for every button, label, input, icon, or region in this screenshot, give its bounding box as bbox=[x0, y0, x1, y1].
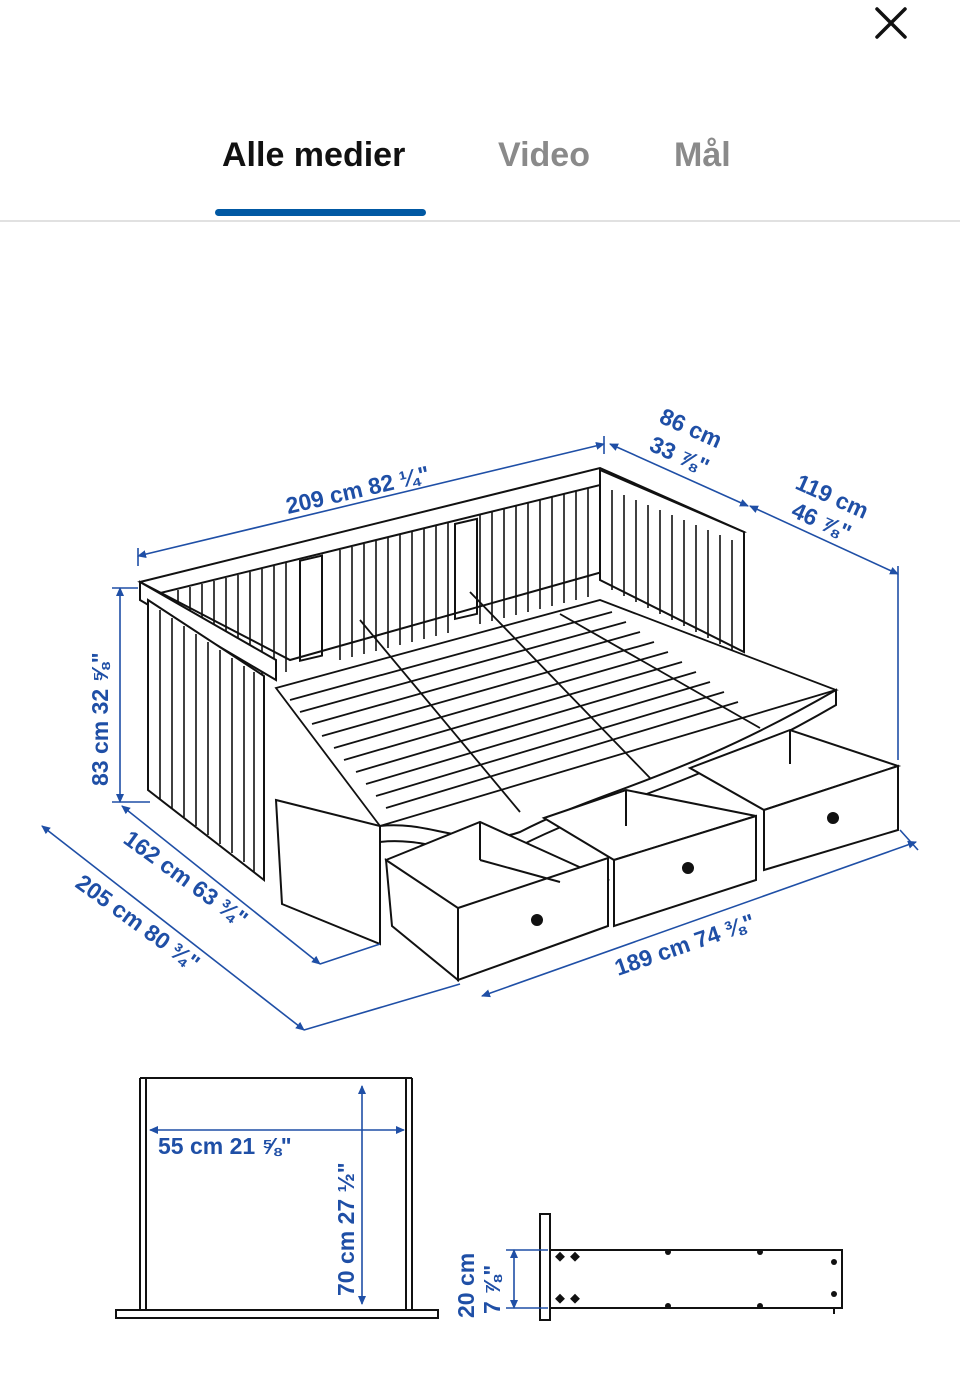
tab-maal[interactable]: Mål bbox=[674, 136, 731, 174]
daybed-illustration bbox=[137, 466, 902, 983]
media-tabs: Alle medier Video Mål bbox=[0, 120, 960, 222]
dim-drawer-depth: 70 cm 27 ½" bbox=[333, 1162, 359, 1296]
close-icon bbox=[875, 7, 907, 39]
dim-drawer-height-in: 7 ⅞" bbox=[479, 1265, 505, 1314]
tab-alle-medier[interactable]: Alle medier bbox=[222, 136, 406, 174]
dimension-lines bbox=[41, 436, 919, 1031]
dim-total-length: 209 cm 82 ¼" bbox=[283, 461, 432, 519]
drawer-inner-diagram bbox=[115, 1077, 439, 1319]
dim-height: 83 cm 32 ⅝" bbox=[87, 652, 113, 786]
active-tab-indicator bbox=[215, 209, 426, 216]
daybed-dimension-drawing: 209 cm 82 ¼" 86 cm 33 ⅞" 119 cm 46 ⅞" 83… bbox=[41, 403, 919, 1321]
dimension-image: 209 cm 82 ¼" 86 cm 33 ⅞" 119 cm 46 ⅞" 83… bbox=[0, 222, 960, 1378]
drawer-side-diagram bbox=[539, 1213, 843, 1321]
dim-drawer-height-cm: 20 cm bbox=[453, 1253, 479, 1318]
dim-drawer-width: 55 cm 21 ⅝" bbox=[158, 1133, 292, 1159]
close-button[interactable] bbox=[866, 0, 916, 46]
tab-video[interactable]: Video bbox=[498, 136, 590, 174]
